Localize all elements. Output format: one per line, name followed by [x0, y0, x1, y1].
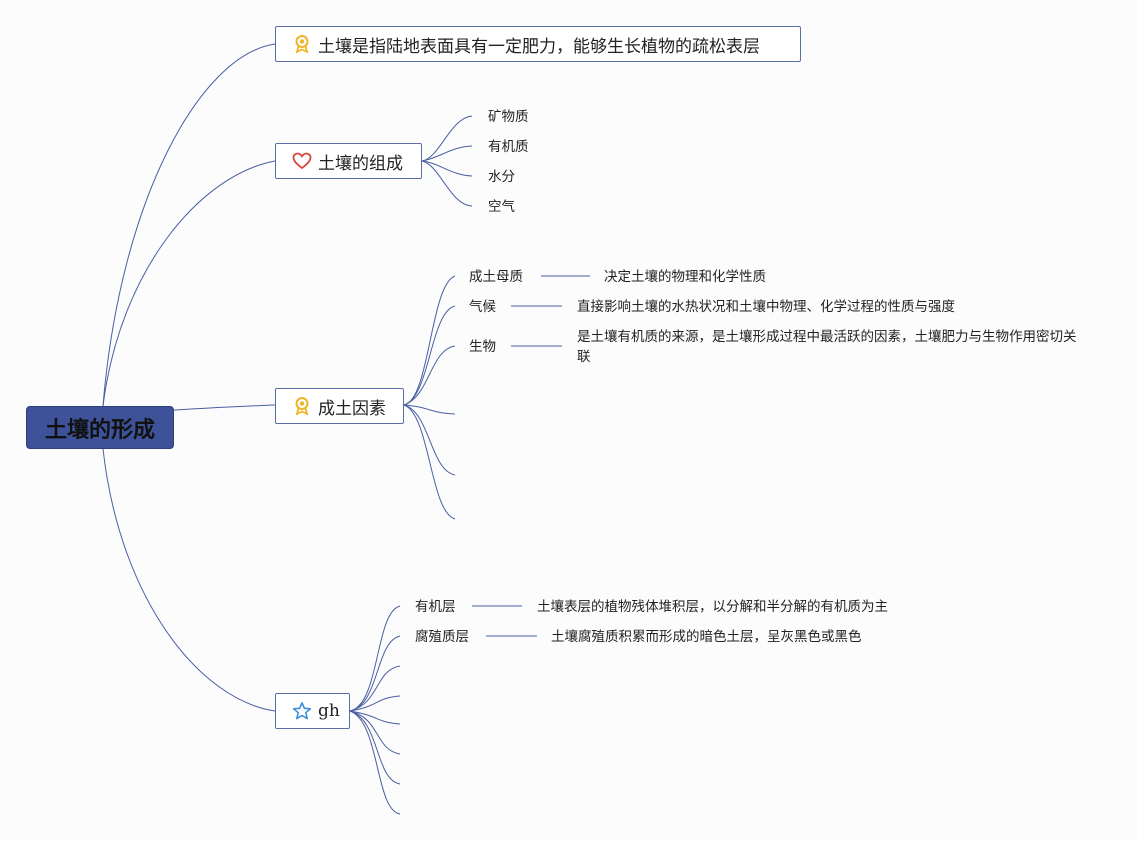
subtopic-biology[interactable]: 生物: [469, 339, 496, 355]
subtopic-water[interactable]: 水分: [488, 169, 515, 185]
topic-composition[interactable]: 土壤的组成: [275, 143, 422, 179]
subtopic-parent-material[interactable]: 成土母质: [469, 269, 523, 285]
subtopic-organic-layer-desc[interactable]: 土壤表层的植物残体堆积层，以分解和半分解的有机质为主: [537, 599, 888, 615]
subtopic-climate[interactable]: 气候: [469, 299, 496, 315]
subtopic-organic-layer[interactable]: 有机层: [415, 599, 456, 615]
link-root-composition: [102, 160, 276, 407]
topic-label: gh: [318, 701, 340, 721]
star-icon: [292, 701, 312, 721]
subtopic-biology-desc[interactable]: 是土壤有机质的来源，是土壤形成过程中最活跃的因素，土壤肥力与生物作用密切关联: [577, 329, 1077, 365]
link-root-definition: [102, 43, 276, 407]
topic-soil-factors[interactable]: 成土因素: [275, 388, 404, 424]
subtopic-air[interactable]: 空气: [488, 199, 515, 215]
heart-icon: [292, 151, 312, 171]
subtopic-mineral[interactable]: 矿物质: [488, 109, 529, 125]
root-topic[interactable]: 土壤的形成: [26, 406, 174, 449]
subtopic-organic[interactable]: 有机质: [488, 139, 529, 155]
topic-label: 土壤是指陆地表面具有一定肥力，能够生长植物的疏松表层: [318, 36, 760, 57]
ribbon-icon: [292, 34, 312, 54]
topic-gh[interactable]: gh: [275, 693, 350, 729]
link-root-factors: [173, 404, 276, 411]
topic-label: 成土因素: [318, 398, 386, 419]
subtopic-humus-layer-desc[interactable]: 土壤腐殖质积累而形成的暗色土层，呈灰黑色或黑色: [551, 629, 862, 645]
subtopic-parent-material-desc[interactable]: 决定土壤的物理和化学性质: [604, 269, 766, 285]
topic-definition[interactable]: 土壤是指陆地表面具有一定肥力，能够生长植物的疏松表层: [275, 26, 801, 62]
link-root-gh: [102, 448, 276, 712]
ribbon-icon: [292, 396, 312, 416]
subtopic-climate-desc[interactable]: 直接影响土壤的水热状况和土壤中物理、化学过程的性质与强度: [577, 299, 955, 315]
subtopic-humus-layer[interactable]: 腐殖质层: [415, 629, 469, 645]
topic-label: 土壤的组成: [318, 153, 403, 174]
